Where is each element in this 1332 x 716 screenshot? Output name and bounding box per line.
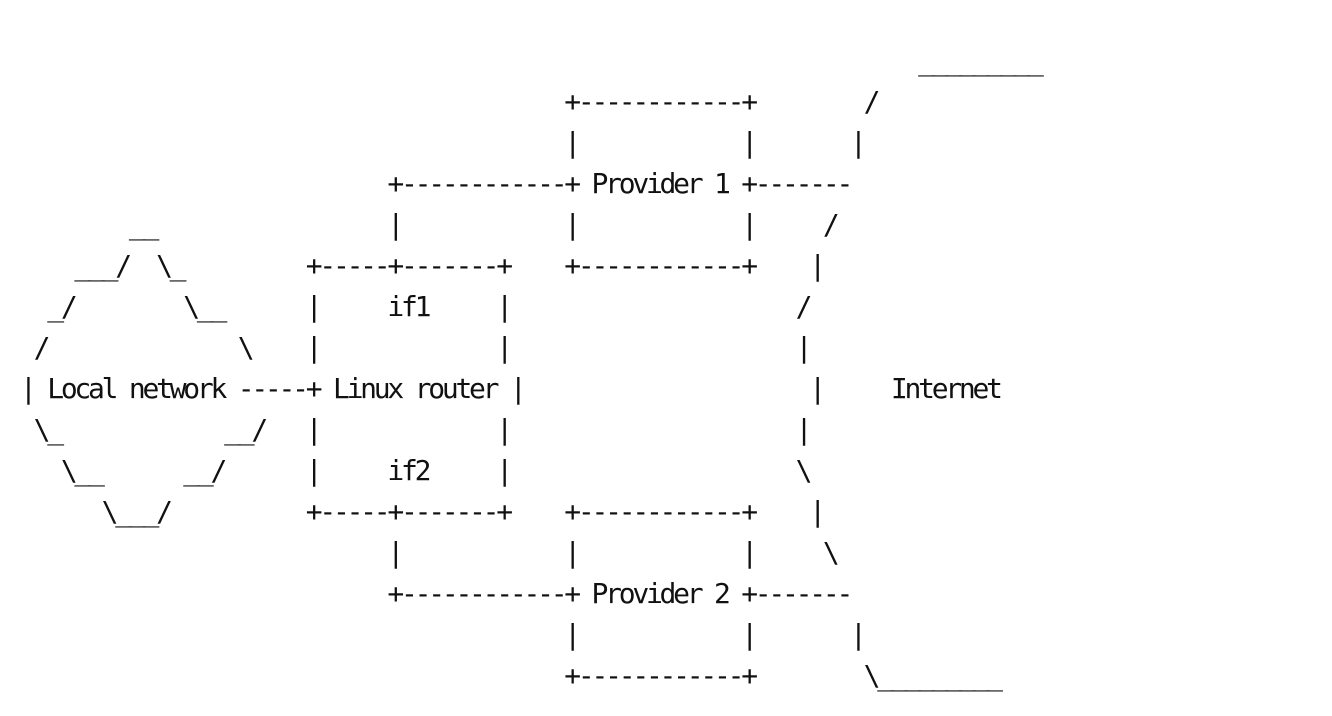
network-diagram: _________ +------------+ / | | | +------… <box>20 40 1044 696</box>
diagram-line: ___/ \_ +-----+-------+ +------------+ | <box>20 249 826 282</box>
diagram-line: +------------+ / <box>20 85 880 118</box>
diagram-line: _________ <box>20 44 1044 77</box>
diagram-line: | | | <box>20 126 867 159</box>
local-network-router-internet-line: | Local network -----+ Linux router | | … <box>20 372 1003 405</box>
diagram-line: \___/ +-----+-------+ +------------+ | <box>20 495 826 528</box>
diagram-line: / \ | | | <box>20 331 813 364</box>
provider-2-line: +------------+ Provider 2 +------- <box>20 577 853 610</box>
diagram-line: | | | <box>20 618 867 651</box>
diagram-line: +------------+ \_________ <box>20 659 1003 692</box>
if2-line: \__ __/ | if2 | \ <box>20 454 813 487</box>
diagram-line: | | | \ <box>20 536 839 569</box>
diagram-line: __ | | | / <box>20 208 840 241</box>
if1-line: _/ \__ | if1 | / <box>20 290 812 323</box>
diagram-line: \_ __/ | | | <box>20 413 813 446</box>
provider-1-line: +------------+ Provider 1 +------- <box>20 167 853 200</box>
